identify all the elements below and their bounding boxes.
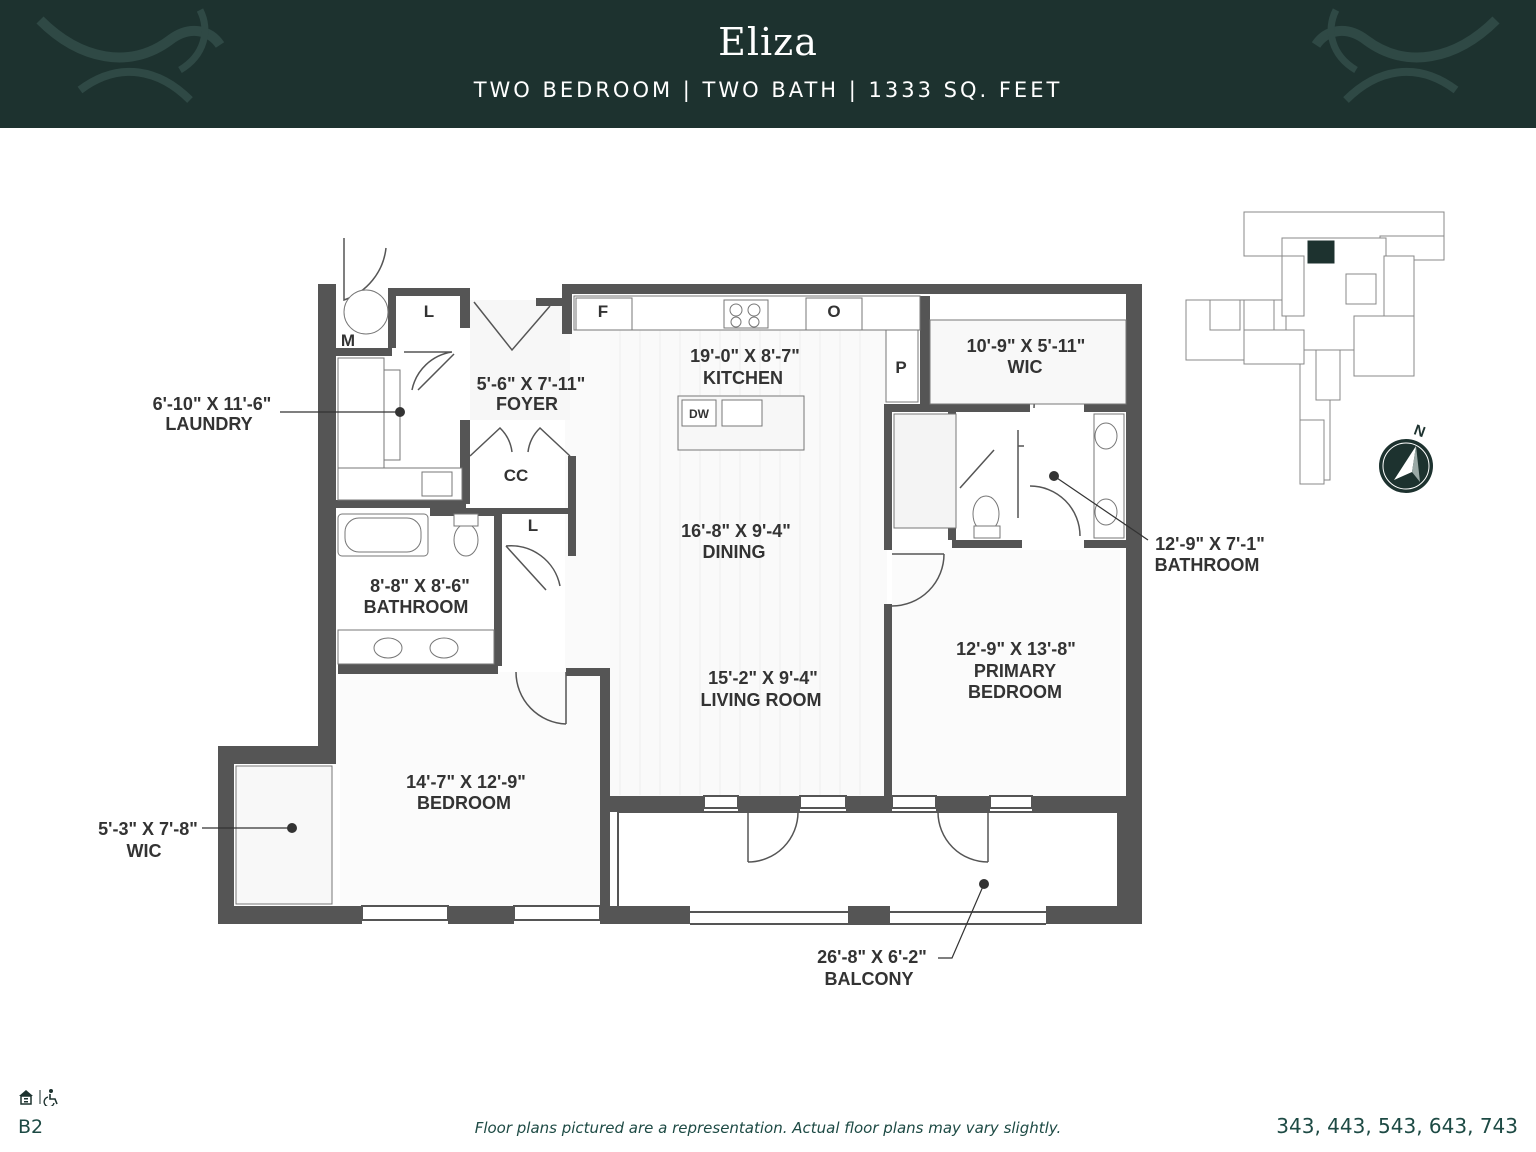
- fixture-labels: L M F O P DW CC L: [341, 302, 907, 535]
- key-plan: [1185, 211, 1445, 485]
- wic-left-name: WIC: [127, 841, 162, 861]
- walls: [218, 284, 1142, 924]
- bath-primary-name: BATHROOM: [1155, 555, 1260, 575]
- room-labels: 6'-10" X 11'-6" LAUNDRY 5'-6" X 7'-11" F…: [98, 336, 1265, 989]
- kitchen-name: KITCHEN: [703, 368, 783, 388]
- kitchen-dims: 19'-0" X 8'-7": [690, 346, 800, 366]
- laundry-name: LAUNDRY: [165, 414, 252, 434]
- plan-code: B2: [18, 1116, 44, 1138]
- windows: [361, 795, 1141, 925]
- dishwasher-label: DW: [689, 407, 710, 421]
- mech-label: M: [341, 331, 355, 350]
- dining-name: DINING: [703, 542, 766, 562]
- bath-fixtures: [235, 289, 1127, 905]
- bedroom-dims: 14'-7" X 12'-9": [406, 772, 526, 792]
- linen-mid-label: L: [528, 516, 538, 535]
- disclaimer: Floor plans pictured are a representatio…: [474, 1119, 1062, 1137]
- wic-top-name: WIC: [1008, 357, 1043, 377]
- living-dims: 15'-2" X 9'-4": [708, 668, 818, 688]
- bedroom-name: BEDROOM: [417, 793, 511, 813]
- bath-second-dims: 8'-8" X 8'-6": [370, 576, 470, 596]
- wic-top-dims: 10'-9" X 5'-11": [967, 336, 1086, 356]
- header-banner: Eliza TWO BEDROOM | TWO BATH | 1333 SQ. …: [0, 0, 1536, 128]
- foyer-dims: 5'-6" X 7'-11": [477, 374, 586, 394]
- balcony-dims: 26'-8" X 6'-2": [817, 947, 927, 967]
- bath-primary-dims: 12'-9" X 7'-1": [1155, 534, 1265, 554]
- kitchen-counters: [573, 295, 921, 451]
- unit-numbers: 343, 443, 543, 643, 743: [1276, 1114, 1518, 1138]
- foyer-name: FOYER: [496, 394, 558, 414]
- pantry-label: P: [895, 358, 906, 377]
- laundry-dims: 6'-10" X 11'-6": [153, 394, 272, 414]
- leader-lines: [202, 407, 1149, 959]
- linen-top-label: L: [424, 302, 434, 321]
- balcony-name: BALCONY: [825, 969, 914, 989]
- plan-title: Eliza: [718, 20, 818, 64]
- compass-icon: N: [1379, 422, 1433, 493]
- north-label: N: [1411, 422, 1427, 442]
- primary-bedroom-name1: PRIMARY: [974, 661, 1056, 681]
- primary-bedroom-dims: 12'-9" X 13'-8": [956, 639, 1076, 659]
- plan-subtitle: TWO BEDROOM | TWO BATH | 1333 SQ. FEET: [473, 78, 1063, 102]
- coat-closet-label: CC: [504, 466, 529, 485]
- wic-left-dims: 5'-3" X 7'-8": [98, 819, 198, 839]
- bath-second-name: BATHROOM: [364, 597, 469, 617]
- ornament-swirl-icon: [36, 8, 225, 103]
- accessibility-icon: [43, 1089, 58, 1106]
- living-name: LIVING ROOM: [701, 690, 822, 710]
- ornament-swirl-icon: [1311, 8, 1500, 103]
- fridge-label: F: [598, 302, 608, 321]
- dining-dims: 16'-8" X 9'-4": [681, 521, 791, 541]
- equal-housing-icon: [19, 1089, 58, 1106]
- primary-bedroom-name2: BEDROOM: [968, 682, 1062, 702]
- oven-label: O: [827, 302, 840, 321]
